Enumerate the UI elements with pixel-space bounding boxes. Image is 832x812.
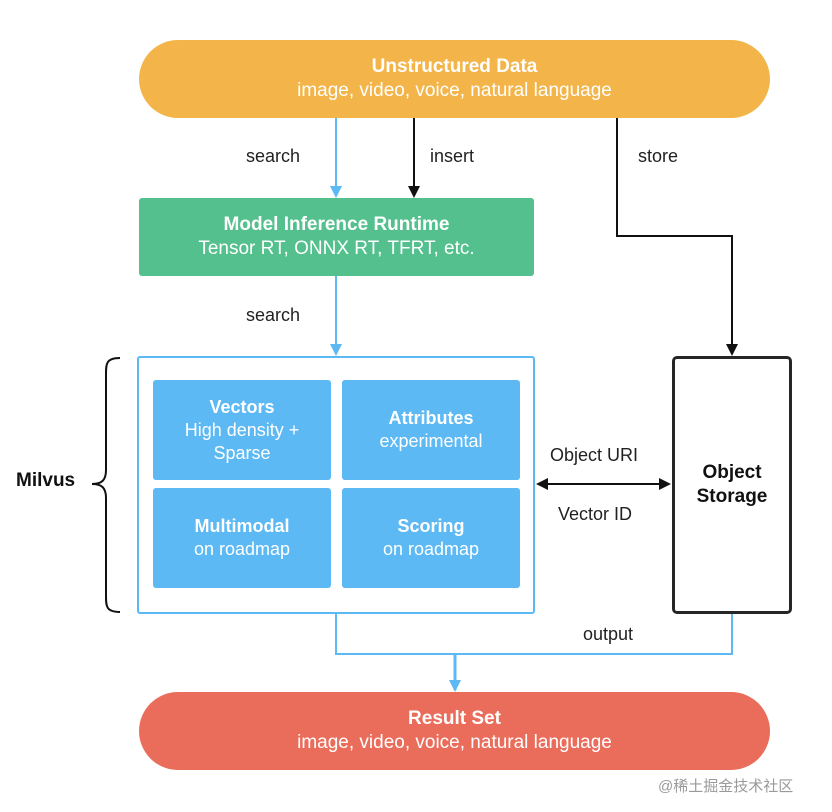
watermark: @稀土掘金技术社区 (658, 778, 794, 795)
multimodal-cell: Multimodal on roadmap (153, 488, 331, 588)
scoring-title: Scoring (397, 516, 465, 536)
runtime-title: Model Inference Runtime (223, 214, 450, 235)
vectors-title: Vectors (209, 396, 275, 417)
output-line-right (455, 614, 733, 655)
multimodal-subtitle: on roadmap (193, 539, 291, 559)
output-line-left (335, 614, 455, 655)
unstructured-data-node: Unstructured Data image, video, voice, n… (139, 40, 770, 118)
model-inference-runtime-node: Model Inference Runtime Tensor RT, ONNX … (139, 198, 534, 276)
storage-line2: Storage (696, 486, 768, 507)
result-set-subtitle: image, video, voice, natural language (297, 732, 612, 753)
vectors-cell: Vectors High density + Sparse (153, 380, 331, 480)
scoring-subtitle: on roadmap (382, 539, 480, 559)
storage-line1: Object (702, 462, 762, 483)
object-uri-label: Object URI (550, 445, 639, 465)
vectors-line1: High density + (184, 419, 300, 440)
insert-label: insert (430, 146, 475, 166)
unstructured-data-subtitle: image, video, voice, natural language (297, 80, 612, 101)
runtime-subtitle: Tensor RT, ONNX RT, TFRT, etc. (198, 238, 475, 259)
milvus-brace (91, 357, 121, 613)
result-set-title: Result Set (408, 708, 501, 729)
store-label: store (638, 146, 679, 166)
unstructured-data-title: Unstructured Data (371, 56, 538, 77)
vectors-line2: Sparse (213, 442, 271, 463)
milvus-label: Milvus (16, 470, 76, 491)
output-label: output (583, 624, 634, 644)
attributes-subtitle: experimental (379, 431, 483, 451)
scoring-cell: Scoring on roadmap (342, 488, 520, 588)
attributes-title: Attributes (388, 408, 474, 428)
multimodal-title: Multimodal (194, 516, 290, 536)
search-label-top: search (246, 146, 301, 166)
store-arrow (616, 118, 738, 356)
result-set-node: Result Set image, video, voice, natural … (139, 692, 770, 770)
search-label-mid: search (246, 305, 301, 325)
object-storage-node: Object Storage (672, 356, 792, 614)
attributes-cell: Attributes experimental (342, 380, 520, 480)
vector-id-label: Vector ID (558, 504, 633, 524)
